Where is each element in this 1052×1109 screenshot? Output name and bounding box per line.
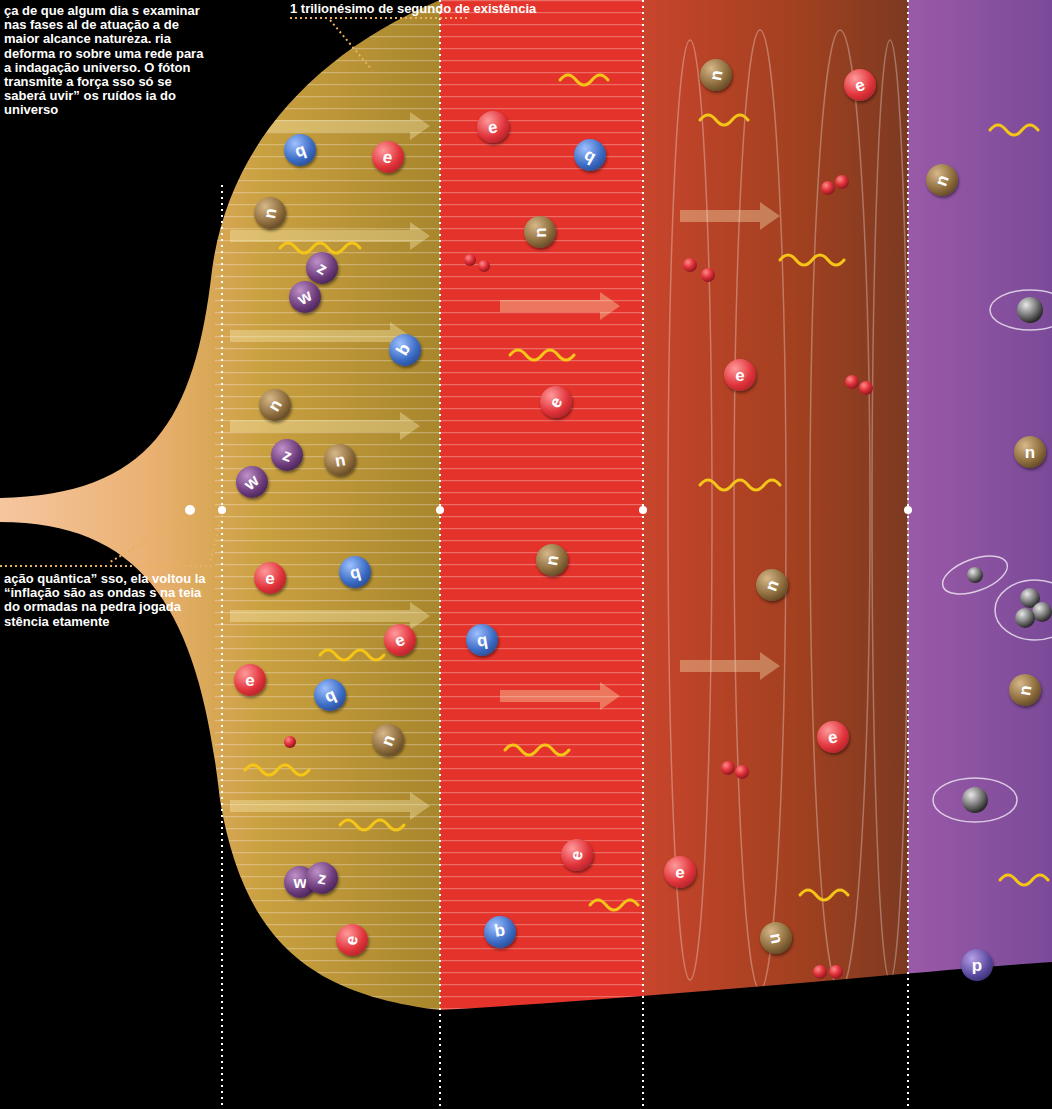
particle-symbol: e: [382, 148, 394, 166]
particle: n: [926, 164, 958, 196]
particle: z: [271, 439, 303, 471]
particle: n: [324, 444, 356, 476]
particle-symbol: n: [261, 206, 280, 219]
particle: e: [817, 721, 849, 753]
particle-symbol: q: [322, 685, 339, 705]
particle: q: [284, 134, 316, 166]
photons: [245, 75, 1048, 910]
particle: n: [1009, 674, 1041, 706]
particle-symbol: n: [762, 577, 782, 593]
particle: q: [574, 139, 606, 171]
particle: e: [540, 386, 572, 418]
particle-symbol: e: [245, 672, 254, 689]
particle-symbol: q: [395, 341, 415, 358]
particle: w: [289, 281, 321, 313]
particle: e: [254, 562, 286, 594]
particle: q: [466, 624, 498, 656]
particle: q: [314, 679, 346, 711]
meson-pairs: [284, 175, 873, 979]
particle: e: [384, 624, 416, 656]
particle-symbol: e: [487, 118, 499, 136]
particle-symbol: n: [707, 68, 726, 81]
particle-symbol: n: [543, 553, 562, 566]
particle-symbol: q: [292, 140, 308, 160]
timeline-dots: [185, 505, 912, 515]
particle: n: [756, 569, 788, 601]
particle: n: [254, 197, 286, 229]
particle: e: [477, 111, 509, 143]
particle-symbol: n: [1025, 444, 1035, 461]
particle-symbol: e: [343, 934, 361, 946]
particle: e: [664, 856, 696, 888]
particle-symbol: n: [932, 172, 952, 188]
particle: n: [372, 724, 404, 756]
annotation-text: ação quântica” sso, ela voltou la “infla…: [4, 572, 209, 629]
particle-symbol: n: [531, 227, 548, 237]
particle-symbol: q: [581, 145, 598, 165]
particle-symbol: n: [1016, 683, 1035, 696]
particle-symbol: z: [314, 259, 330, 278]
particle-symbol: z: [280, 446, 294, 465]
particle: e: [724, 359, 756, 391]
particle: w: [236, 466, 268, 498]
particle-symbol: q: [348, 562, 362, 581]
particle-symbol: w: [295, 286, 315, 307]
particle: e: [234, 664, 266, 696]
era-dividers: [222, 0, 908, 1109]
particle: z: [306, 862, 338, 894]
particle-symbol: e: [568, 849, 586, 861]
particle: e: [561, 839, 593, 871]
particle: n: [536, 544, 568, 576]
particle-symbol: e: [735, 367, 744, 384]
particle: n: [524, 216, 556, 248]
particle: p: [961, 949, 993, 981]
particle: z: [306, 252, 338, 284]
particle-symbol: e: [853, 75, 868, 94]
particle: e: [336, 924, 368, 956]
timeline-axis: [60, 509, 1052, 512]
particle-symbol: e: [546, 394, 565, 411]
particle: q: [389, 334, 421, 366]
particle-symbol: p: [972, 957, 982, 974]
particle: n: [259, 389, 291, 421]
particle: e: [844, 69, 876, 101]
particle-symbol: z: [316, 869, 327, 887]
particle: n: [1014, 436, 1046, 468]
particle-symbol: e: [265, 570, 274, 587]
expansion-arrows: [230, 112, 780, 820]
particle-symbol: q: [475, 631, 488, 650]
particle-symbol: n: [378, 732, 398, 748]
particle: n: [760, 922, 792, 954]
particle-symbol: e: [675, 864, 684, 881]
time-label: 1 trilionésimo de segundo de existência: [290, 2, 536, 16]
particle: q: [339, 556, 371, 588]
particle: n: [700, 59, 732, 91]
particle-symbol: e: [393, 630, 408, 649]
particle-symbol: n: [333, 451, 346, 470]
atoms: [933, 290, 1052, 822]
particle-symbol: e: [827, 728, 839, 746]
particle-symbol: q: [493, 923, 506, 942]
particle-symbol: w: [293, 874, 306, 891]
particle: e: [372, 141, 404, 173]
particle: q: [484, 916, 516, 948]
particle-symbol: w: [241, 471, 262, 493]
annotation-text: ça de que algum dia s examinar nas fases…: [4, 4, 209, 118]
particle-symbol: n: [265, 396, 285, 413]
particle-symbol: n: [767, 931, 786, 944]
